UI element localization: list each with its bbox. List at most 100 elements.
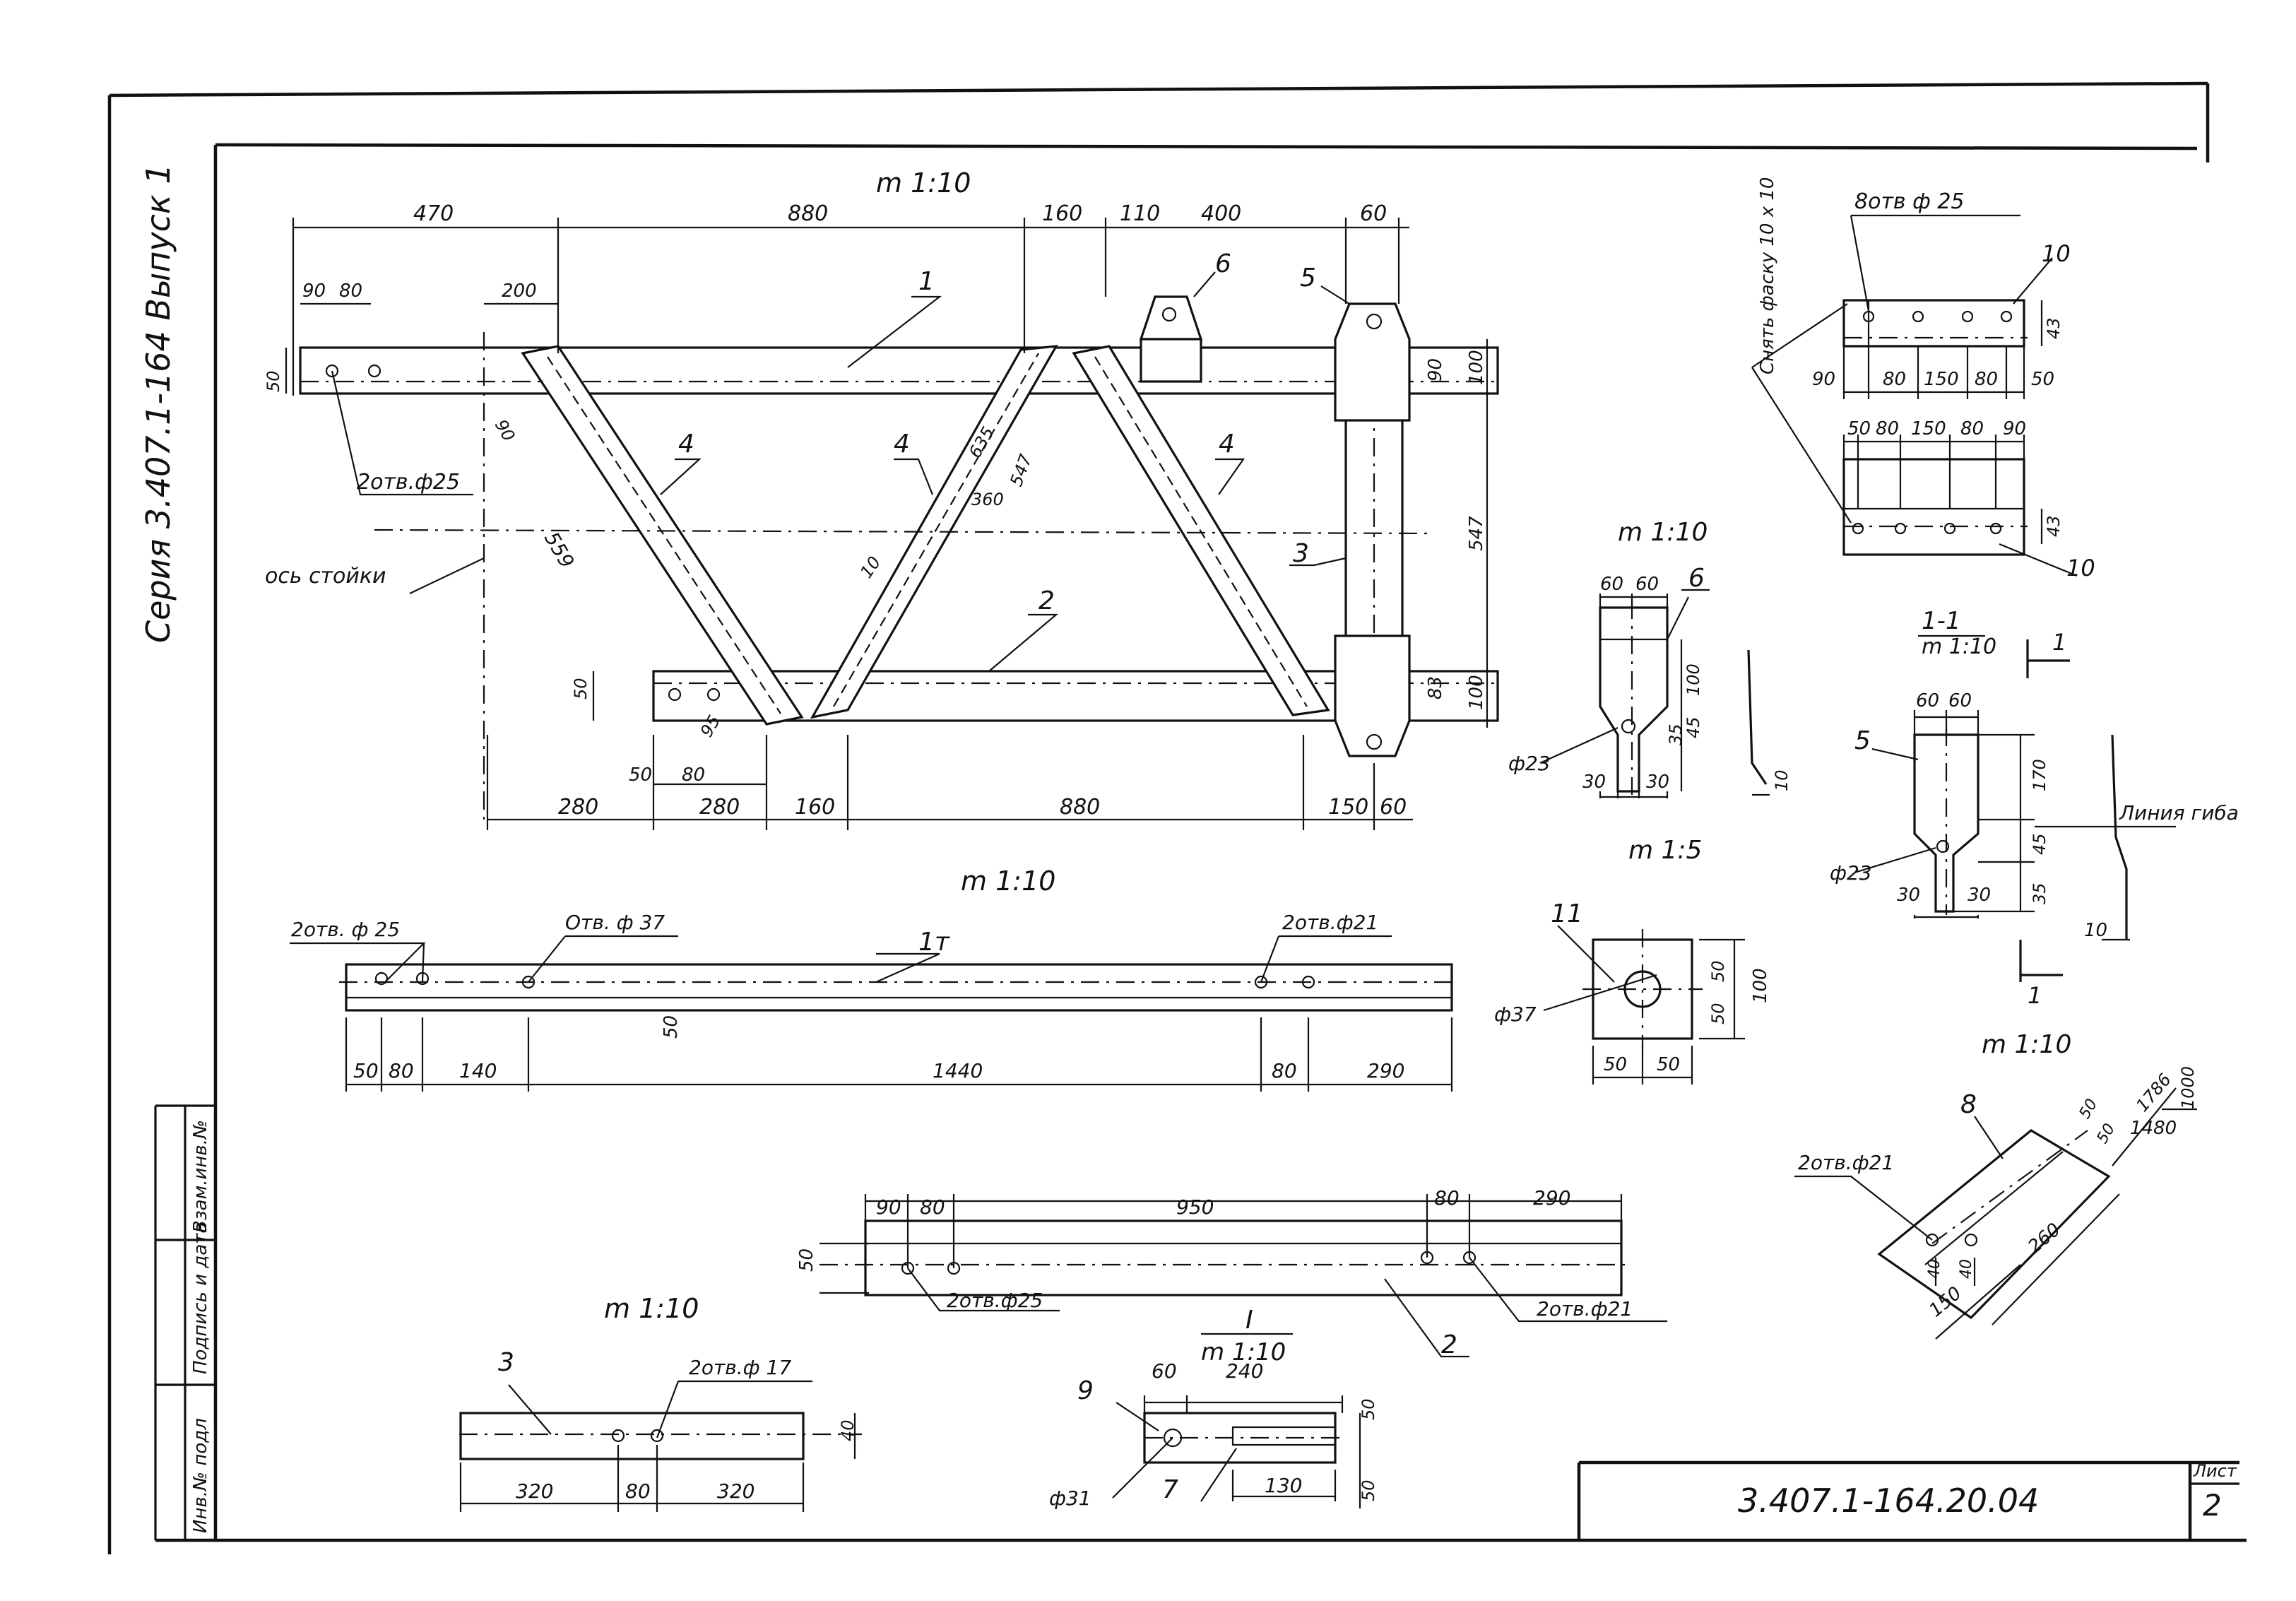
detail-view: I m 1:10 9 7 60 240 130 50 50 ф31: [1049, 1306, 1378, 1510]
part10-height-bottom: 43: [2044, 515, 2064, 537]
main-axis-label: ось стойки: [265, 564, 386, 589]
part11-mark: 11: [1551, 899, 1583, 928]
detail-scale: m 1:10: [1201, 1338, 1286, 1366]
part1-dim-2: 80: [389, 1059, 414, 1082]
part3-dim-2: 80: [625, 1479, 651, 1503]
main-bl-dim-2: 80: [682, 764, 705, 786]
section-hole: ф23: [1830, 861, 1872, 885]
part3-height: 40: [838, 1419, 858, 1441]
part2-height: 50: [796, 1248, 817, 1272]
detail-dim-1: 60: [1152, 1359, 1177, 1383]
main-mark-2: 2: [1038, 586, 1055, 615]
main-view: m 1:10: [264, 167, 1499, 830]
main-small-dim-4: 95: [697, 712, 725, 740]
part8-view: m 1:10 8 2отв.ф21 1786 1000 1480 50 50 2…: [1794, 1030, 2198, 1340]
main-mark-6: 6: [1215, 249, 1231, 278]
part6-dim-8: 10: [1772, 769, 1792, 791]
section-dim-2: 60: [1948, 690, 1972, 711]
part8-holes: 2отв.ф21: [1798, 1151, 1894, 1174]
main-bottom-dim-6: 60: [1380, 795, 1407, 820]
main-top-dim-4: 110: [1120, 201, 1160, 226]
part6-dim-1: 60: [1600, 574, 1623, 595]
section-dim-3: 170: [2030, 759, 2049, 791]
part3-dim-1: 320: [516, 1479, 553, 1503]
section-dim-8: 10: [2084, 920, 2107, 941]
main-mark-5: 5: [1300, 264, 1316, 293]
main-right-dim-5: 100: [1466, 675, 1487, 710]
part6-dim-4: 45: [1683, 716, 1703, 738]
part6-scale: m 1:10: [1618, 518, 1708, 547]
part10-bot-dim-5: 90: [2003, 418, 2026, 439]
part2-dim-4: 80: [1434, 1186, 1460, 1210]
main-top-dim-6: 60: [1360, 201, 1387, 226]
part2-dim-2: 80: [920, 1195, 945, 1219]
main-bottom-dim-4: 880: [1060, 795, 1100, 820]
detail-mark-9: 9: [1077, 1376, 1094, 1405]
part2-holes-right: 2отв.ф21: [1537, 1297, 1633, 1321]
part8-dim-5: 50: [2094, 1121, 2119, 1147]
part10-top-dim-3: 150: [1924, 369, 1959, 390]
main-diag-dim-5: 10: [856, 553, 884, 581]
detail-side-1: 50: [1359, 1398, 1378, 1420]
part11-dim-2: 50: [1657, 1054, 1680, 1075]
part1-mark: 1т: [918, 928, 950, 957]
part8-dim-2: 1000: [2178, 1066, 2198, 1109]
section-label: 1-1: [1922, 607, 1961, 635]
part10-top-dim-1: 90: [1812, 369, 1835, 390]
section-dim-5: 35: [2030, 882, 2049, 904]
part11-view: m 1:5 11 ф37 50 50 100 50 50: [1494, 836, 1771, 1085]
detail-mark-7: 7: [1162, 1475, 1178, 1504]
part1-hole-mid: Отв. ф 37: [565, 911, 665, 934]
detail-hole: ф31: [1049, 1487, 1091, 1510]
drawing-number: 3.407.1-164.20.04: [1738, 1482, 2039, 1520]
part8-dim-4: 50: [2076, 1096, 2102, 1122]
part11-dim-5: 50: [1708, 1003, 1728, 1024]
main-left-dim-1: 90: [302, 280, 326, 302]
main-diag-dim-1: 559: [540, 528, 579, 572]
main-holes-label: 2отв.ф25: [357, 470, 460, 495]
main-left-dim-2: 80: [339, 280, 362, 302]
part11-dim-3: 100: [1750, 968, 1771, 1003]
main-bottom-dim-1: 280: [558, 795, 598, 820]
part11-scale: m 1:5: [1628, 836, 1702, 865]
sheet-frame: [107, 81, 2247, 1554]
section-dim-1: 60: [1916, 690, 1939, 711]
main-mark-1: 1: [918, 267, 935, 296]
part6-dim-3: 100: [1683, 663, 1703, 696]
part2-dim-5: 290: [1533, 1186, 1570, 1210]
part11-hole: ф37: [1494, 1003, 1537, 1026]
part8-mark: 8: [1960, 1090, 1977, 1119]
section-view: 1-1 m 1:10 5 60 60 170 45 35 30 30 10 ф2…: [1830, 607, 2239, 1009]
main-bottom-dim-5: 150: [1328, 795, 1368, 820]
sheet-label: Лист: [2193, 1461, 2237, 1481]
part2-mark: 2: [1441, 1330, 1457, 1359]
section-bend-label: Линия гиба: [2119, 801, 2239, 825]
part2-dim-3: 950: [1176, 1195, 1214, 1219]
part1-dim-3: 140: [459, 1059, 497, 1082]
part10-mark-top: 10: [2042, 240, 2071, 267]
part1-holes-right: 2отв.ф21: [1282, 911, 1378, 934]
part1-dim-5: 80: [1272, 1059, 1297, 1082]
part10-height-top: 43: [2044, 317, 2064, 339]
stamp-col3: Инв.№ подл: [190, 1418, 211, 1533]
part6-dim-5: 35: [1666, 723, 1686, 745]
main-top-dim-3: 160: [1042, 201, 1082, 226]
part6-mark: 6: [1688, 564, 1705, 593]
detail-side-2: 50: [1359, 1479, 1378, 1501]
main-right-dim-1: 100: [1466, 350, 1487, 385]
part2-dim-1: 90: [876, 1195, 901, 1219]
main-right-dim-3: 547: [1466, 516, 1487, 551]
part6-dim-2: 60: [1635, 574, 1659, 595]
part6-view: m 1:10 6 60 60 100 45 35 30 30 10 ф23: [1508, 518, 1792, 798]
part10-bot-dim-3: 150: [1911, 418, 1946, 439]
part10-bot-dim-4: 80: [1960, 418, 1984, 439]
part3-dim-3: 320: [717, 1479, 755, 1503]
section-cut-mark-2: 1: [2028, 982, 2042, 1009]
part3-view: m 1:10 3 2отв.ф 17 320 80 320 40: [459, 1293, 862, 1512]
part10-bot-dim-2: 80: [1876, 418, 1899, 439]
main-top-dim-5: 400: [1201, 201, 1241, 226]
main-top-dim-2: 880: [788, 201, 828, 226]
part2-holes-left: 2отв.ф25: [947, 1289, 1043, 1312]
part8-dim-3: 1480: [2130, 1118, 2177, 1139]
